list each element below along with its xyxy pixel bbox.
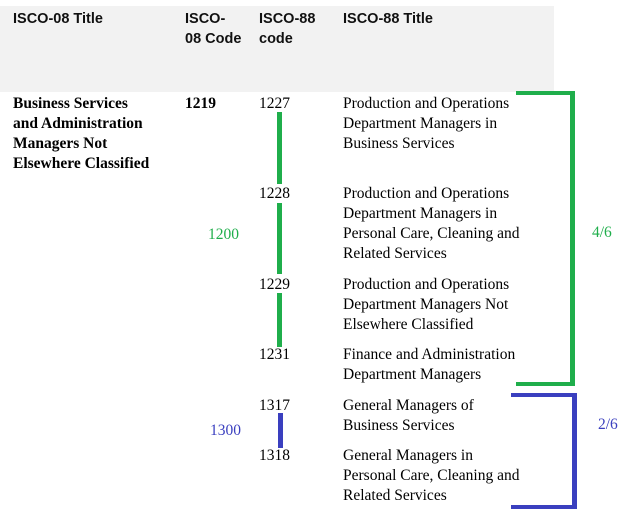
header-isco08-title: ISCO-08 Title [13,11,103,27]
isco88-title-cell: Production and Operations Department Man… [343,95,510,152]
isco88-code-cell: 1318 [259,447,290,464]
green-connector-line [277,112,282,184]
fraction-label-2-6: 2/6 [598,416,618,433]
green-connector-line [277,203,282,274]
green-bracket [516,91,575,386]
header-isco08-code: ISCO- 08 Code [185,11,242,47]
fraction-label-4-6: 4/6 [592,224,612,241]
group-label-1200: 1200 [208,226,239,243]
isco08-code-cell: 1219 [185,95,216,112]
table-header: ISCO-08 Title ISCO- 08 Code ISCO-88 code… [0,6,554,92]
blue-bracket [511,393,577,509]
green-connector-line [277,293,282,347]
isco88-title-cell: Production and Operations Department Man… [343,185,520,262]
isco88-title-cell: Production and Operations Department Man… [343,276,510,333]
isco08-title-cell: Business Services and Administration Man… [13,95,150,172]
isco88-title-cell: General Managers of Business Services [343,397,474,434]
isco88-code-cell: 1227 [259,95,290,112]
isco88-title-cell: Finance and Administration Department Ma… [343,346,516,383]
isco88-title-cell: General Managers in Personal Care, Clean… [343,447,520,504]
header-isco88-title: ISCO-88 Title [343,11,433,27]
header-isco88-code: ISCO-88 code [259,11,316,47]
isco88-code-cell: 1317 [259,397,290,414]
isco88-code-cell: 1231 [259,346,290,363]
group-label-1300: 1300 [210,422,241,439]
blue-connector-line [278,413,283,448]
isco88-code-cell: 1228 [259,185,290,202]
isco88-code-cell: 1229 [259,276,290,293]
